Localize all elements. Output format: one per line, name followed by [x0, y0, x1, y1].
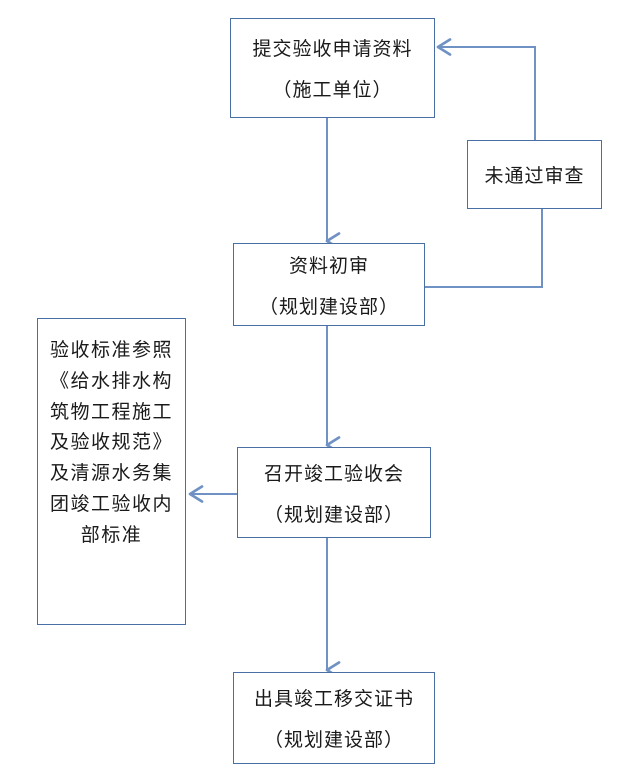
- node-standard-line2: 《给水排水构: [49, 369, 173, 392]
- node-issue-completion-transfer-certificate[interactable]: 出具竣工移交证书 （规划建设部）: [233, 672, 435, 764]
- node-review-line2: （规划建设部）: [258, 295, 399, 318]
- node-standard-line3: 筑物工程施工: [49, 400, 173, 423]
- node-standard-line5: 及清源水务集: [49, 462, 173, 485]
- node-review-failed[interactable]: 未通过审查: [467, 140, 602, 209]
- node-hold-completion-acceptance-meeting[interactable]: 召开竣工验收会 （规划建设部）: [237, 447, 431, 538]
- connector-rejected-to-submit: [436, 38, 536, 140]
- node-rejected-line1: 未通过审查: [484, 165, 585, 187]
- node-submit-acceptance-application[interactable]: 提交验收申请资料 （施工单位）: [230, 18, 435, 118]
- node-cert-line1: 出具竣工移交证书: [253, 688, 414, 710]
- node-standard-line7: 部标准: [80, 523, 143, 546]
- node-preliminary-review[interactable]: 资料初审 （规划建设部）: [233, 243, 425, 326]
- connector-review-to-rejected: [425, 209, 543, 288]
- node-meeting-line2: （规划建设部）: [263, 503, 404, 526]
- node-acceptance-standard-note[interactable]: 验收标准参照 《给水排水构 筑物工程施工 及验收规范》 及清源水务集 团竣工验收…: [37, 318, 186, 625]
- node-standard-line4: 及验收规范》: [49, 431, 173, 454]
- node-submit-line2: （施工单位）: [272, 79, 393, 101]
- node-meeting-line1: 召开竣工验收会: [263, 462, 404, 485]
- node-cert-line2: （规划建设部）: [263, 729, 404, 751]
- node-submit-line1: 提交验收申请资料: [252, 38, 413, 60]
- node-standard-line1: 验收标准参照: [49, 339, 173, 361]
- node-standard-line6: 团竣工验收内: [49, 492, 173, 515]
- node-review-line1: 资料初审: [288, 254, 369, 277]
